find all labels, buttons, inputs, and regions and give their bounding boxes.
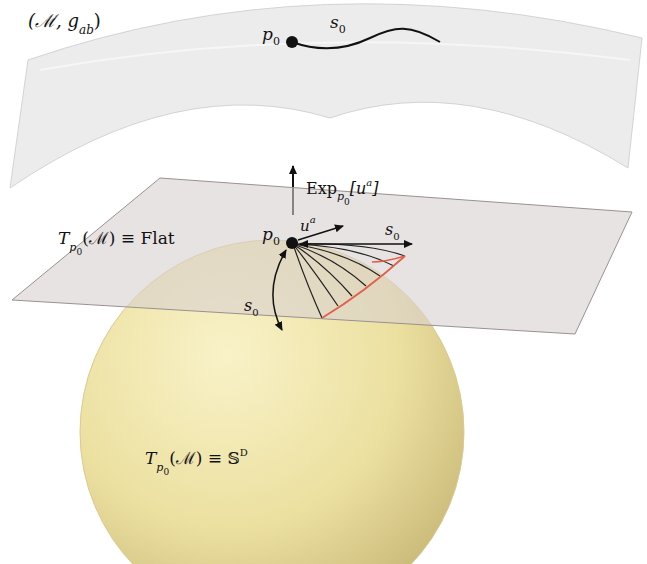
subscript: 0 — [393, 232, 399, 242]
s0-sphere-arrow — [273, 250, 286, 330]
plane-label: T — [58, 230, 69, 247]
tangent-plane — [12, 178, 632, 334]
sheet-shading — [40, 42, 630, 70]
plane-label: (ℳ) ≡ Flat — [82, 230, 175, 247]
geodesic-fan — [293, 244, 405, 318]
subscript: 0 — [344, 198, 350, 207]
map-label: Exp — [306, 181, 337, 197]
subscript: 0 — [273, 236, 280, 247]
point-label: p — [262, 26, 273, 43]
red-arc — [322, 256, 405, 318]
subscript: p — [69, 242, 76, 253]
subscript: 0 — [163, 468, 169, 477]
superscript: a — [310, 215, 316, 225]
red-arc — [372, 256, 405, 262]
length-label: s — [385, 222, 393, 238]
map-label: ] — [372, 181, 378, 197]
length-label: s — [330, 14, 339, 31]
sphere-label: T — [145, 450, 156, 467]
curve — [292, 29, 440, 49]
subscript: 0 — [252, 308, 258, 318]
subscript: 0 — [273, 36, 280, 47]
map-label: [u — [350, 181, 367, 197]
subscript: 0 — [76, 248, 82, 257]
superscript: a — [366, 178, 372, 188]
vector-label: u — [300, 219, 310, 234]
manifold-sheet — [10, 4, 642, 188]
point-label: p — [262, 226, 273, 243]
superscript: D — [240, 448, 248, 458]
subscript: 0 — [339, 24, 346, 35]
manifold-label: (ℳ, g — [28, 12, 79, 30]
subscript: ab — [79, 24, 94, 36]
subscript: p — [156, 462, 163, 473]
subscript: p — [337, 191, 344, 202]
sphere-label: (ℳ) ≡ 𝕊 — [169, 450, 240, 467]
point — [286, 237, 298, 249]
manifold-label: ) — [94, 12, 101, 30]
length-label: s — [244, 298, 252, 314]
s0-flat-arrow — [300, 243, 412, 245]
